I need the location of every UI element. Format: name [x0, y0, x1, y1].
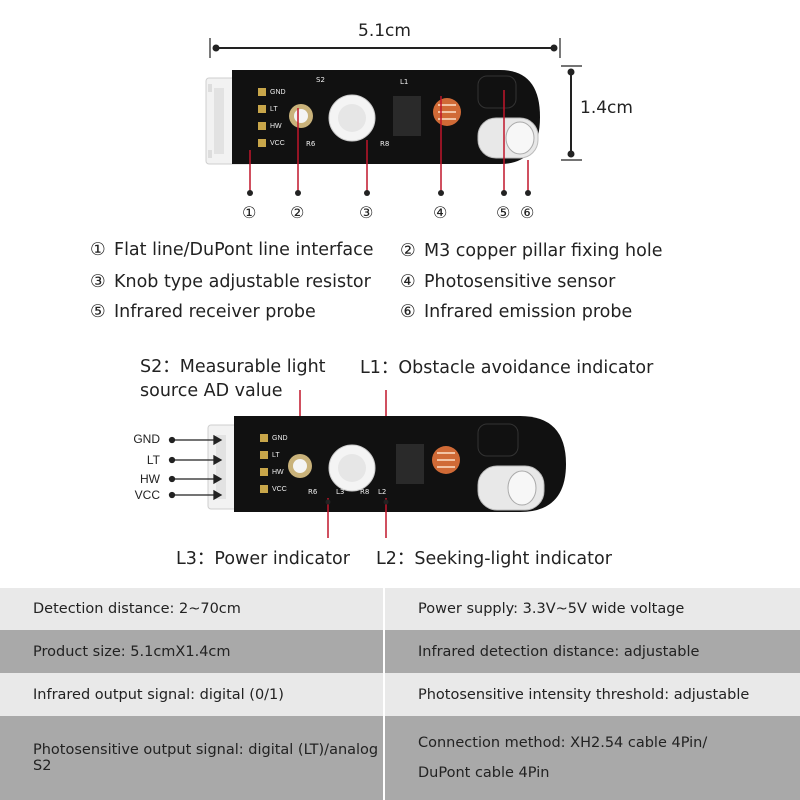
pin-label-hw: HW [140, 472, 160, 486]
silk-gnd: GND [272, 435, 288, 442]
table-row: Product size: 5.1cmX1.4cm Infrared detec… [0, 630, 800, 673]
table-row: Infrared output signal: digital (0/1) Ph… [0, 673, 800, 716]
spec-left: Photosensitive output signal: digital (L… [0, 716, 385, 800]
pin-label-lt: LT [146, 453, 160, 467]
top-dimension-graphics [209, 38, 582, 161]
legend-num: ① [90, 240, 106, 260]
silk-gnd: GND [270, 89, 286, 96]
callout-l2: L2：Seeking-light indicator [376, 549, 612, 569]
spec-left: Detection distance: 2~70cm [0, 588, 385, 630]
top-silkscreen-pins: GND LT HW VCC [270, 84, 286, 152]
spec-right: Photosensitive intensity threshold: adju… [418, 686, 750, 703]
pin-label-vcc: VCC [134, 488, 160, 502]
callout-s2-line1: S2：Measurable light [140, 357, 326, 377]
top-silk-r8: R8 [380, 140, 390, 148]
bottom-silk-r6: R6 [308, 488, 318, 496]
spec-left: Product size: 5.1cmX1.4cm [0, 630, 385, 673]
table-row: Photosensitive output signal: digital (L… [0, 716, 800, 800]
silk-hw: HW [270, 123, 282, 130]
width-dimension-label: 1.4cm [580, 98, 633, 118]
board-number-6: ⑥ [520, 203, 535, 222]
length-dimension-label: 5.1cm [358, 21, 411, 41]
legend-item-5: ⑤ Infrared receiver probe [90, 302, 316, 322]
legend-text: Infrared emission probe [424, 302, 633, 322]
bottom-silk-l3: L3 [336, 488, 345, 496]
board-number-4: ④ [433, 203, 448, 222]
top-silk-s2: S2 [316, 76, 325, 84]
bottom-sensor-board [168, 390, 566, 538]
legend-item-4: ④ Photosensitive sensor [400, 272, 615, 292]
silk-vcc: VCC [272, 486, 287, 493]
pin-label-gnd: GND [133, 432, 160, 446]
silk-lt: LT [272, 452, 280, 459]
table-row: Detection distance: 2~70cm Power supply:… [0, 588, 800, 630]
bottom-silkscreen-pins: GND LT HW VCC [272, 430, 288, 498]
callout-l1: L1：Obstacle avoidance indicator [360, 358, 654, 378]
callout-l3: L3：Power indicator [176, 549, 350, 569]
spec-right: Connection method: XH2.54 cable 4Pin/ Du… [384, 716, 800, 800]
spec-right: Infrared detection distance: adjustable [418, 643, 700, 660]
top-sensor-board [205, 70, 540, 196]
legend-num: ③ [90, 272, 106, 292]
board-number-1: ① [242, 203, 257, 222]
legend-item-2: ② M3 copper pillar fixing hole [400, 241, 662, 261]
legend-item-1: ① Flat line/DuPont line interface [90, 240, 373, 260]
silk-hw: HW [272, 469, 284, 476]
spec-right: Power supply: 3.3V~5V wide voltage [418, 601, 685, 617]
top-silk-l1: L1 [400, 78, 409, 86]
legend-item-6: ⑥ Infrared emission probe [400, 302, 632, 322]
legend-num: ⑤ [90, 302, 106, 322]
legend-item-3: ③ Knob type adjustable resistor [90, 272, 371, 292]
spec-right-line1: Connection method: XH2.54 cable 4Pin/ [418, 735, 708, 751]
board-number-2: ② [290, 203, 305, 222]
top-silk-r6: R6 [306, 140, 316, 148]
silk-vcc: VCC [270, 140, 285, 147]
legend-text: Flat line/DuPont line interface [114, 240, 374, 260]
legend-text: Photosensitive sensor [424, 272, 616, 292]
silk-lt: LT [270, 106, 278, 113]
legend-num: ④ [400, 272, 416, 292]
legend-text: Knob type adjustable resistor [114, 272, 371, 292]
board-number-5: ⑤ [496, 203, 511, 222]
legend-num: ⑥ [400, 302, 416, 322]
legend-text: M3 copper pillar fixing hole [424, 241, 663, 261]
legend-num: ② [400, 241, 416, 261]
specs-table: Detection distance: 2~70cm Power supply:… [0, 588, 800, 800]
callout-s2: S2：Measurable light source AD value [140, 355, 326, 403]
callout-s2-line2: source AD value [140, 381, 283, 401]
bottom-silk-l2: L2 [378, 488, 387, 496]
spec-right-line2: DuPont cable 4Pin [418, 765, 550, 781]
board-number-3: ③ [359, 203, 374, 222]
spec-left: Infrared output signal: digital (0/1) [0, 673, 385, 716]
bottom-silk-r8: R8 [360, 488, 370, 496]
legend-text: Infrared receiver probe [114, 302, 316, 322]
